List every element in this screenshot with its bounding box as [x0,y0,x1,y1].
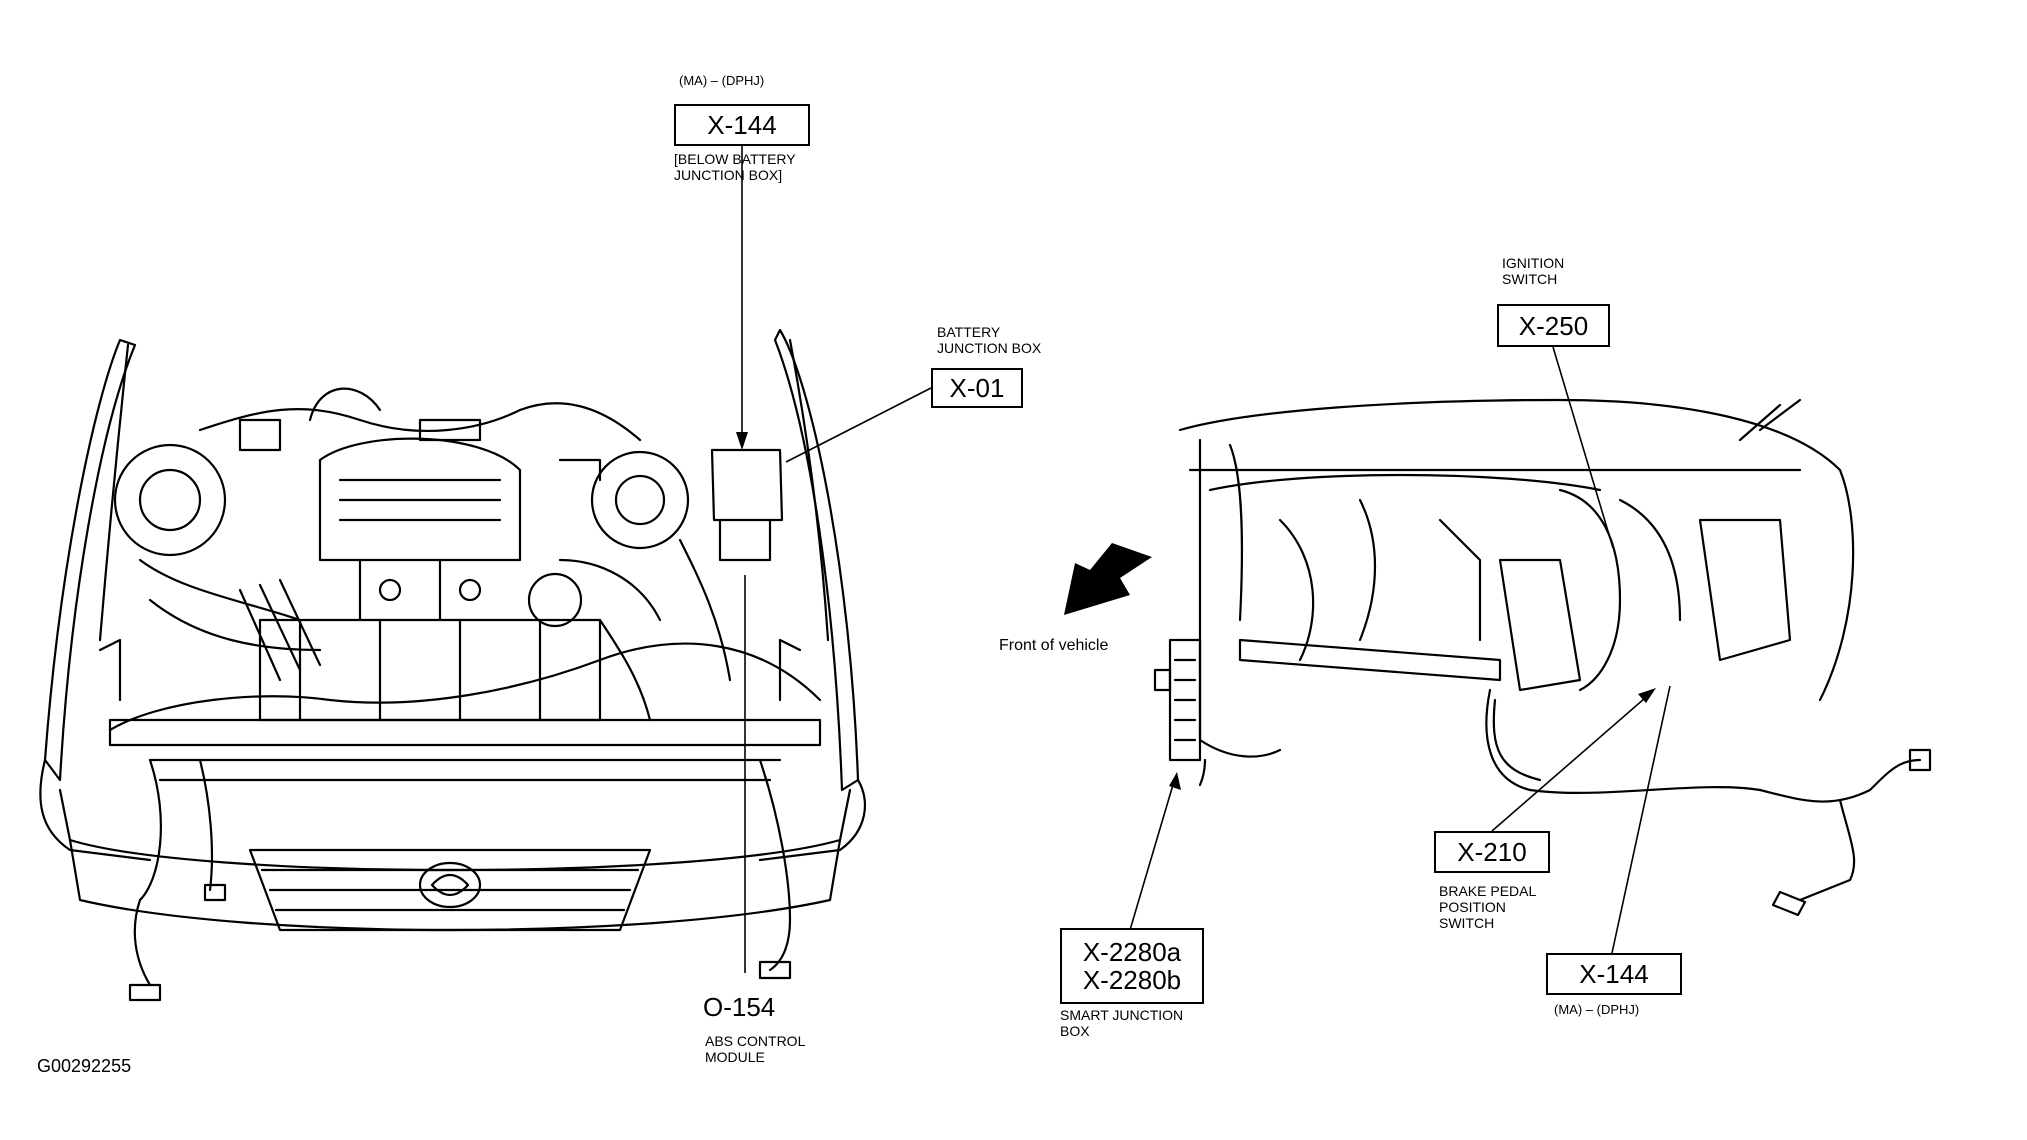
leader-x144-lower [1611,685,1671,954]
connector-x01[interactable]: X-01 [931,368,1023,408]
x2280-description: SMART JUNCTION BOX [1060,1007,1184,1039]
connector-x250[interactable]: X-250 [1497,304,1610,347]
x210-description: BRAKE PEDAL POSITION SWITCH [1439,883,1537,931]
connector-x2280[interactable]: X-2280a X-2280b [1060,928,1204,1004]
x250-description: IGNITION SWITCH [1502,255,1565,287]
connector-id: X-01 [949,373,1005,403]
x144-top-note: (MA) – (DPHJ) [679,73,765,88]
x144-lower-note: (MA) – (DPHJ) [1554,1002,1640,1017]
connector-x144-lower[interactable]: X-144 [1546,953,1682,995]
connector-id: X-250 [1518,310,1589,341]
figure-id: G00292255 [37,1056,132,1076]
x144-description: [BELOW BATTERY JUNCTION BOX] [674,151,796,183]
leader-x01 [785,387,932,463]
connector-id: X-144 [1579,959,1649,989]
connector-x144-top[interactable]: X-144 [674,104,810,146]
o154-description: ABS CONTROL MODULE [705,1033,806,1065]
x01-description: BATTERY JUNCTION BOX [937,324,1042,356]
leader-x210 [1491,691,1653,832]
leader-x2280 [1129,777,1176,931]
connector-id-b: X-2280b [1082,965,1182,995]
connector-id: X-210 [1457,837,1527,867]
leader-lines [741,146,1671,973]
connector-x210[interactable]: X-210 [1434,831,1550,873]
ground-o154[interactable]: O-154 [703,992,776,1022]
connector-id: X-144 [707,110,777,140]
leader-x250 [1552,346,1614,549]
front-of-vehicle-label: Front of vehicle [999,637,1109,654]
connector-id-a: X-2280a [1082,937,1182,967]
leader-arrowheads [736,432,1656,790]
instrument-panel-drawing [1153,398,1932,917]
engine-compartment-drawing [39,328,867,1002]
arrowhead [1169,772,1181,790]
arrowhead [736,432,748,450]
arrowhead [1638,688,1656,703]
front-of-vehicle-arrow [1064,543,1152,615]
